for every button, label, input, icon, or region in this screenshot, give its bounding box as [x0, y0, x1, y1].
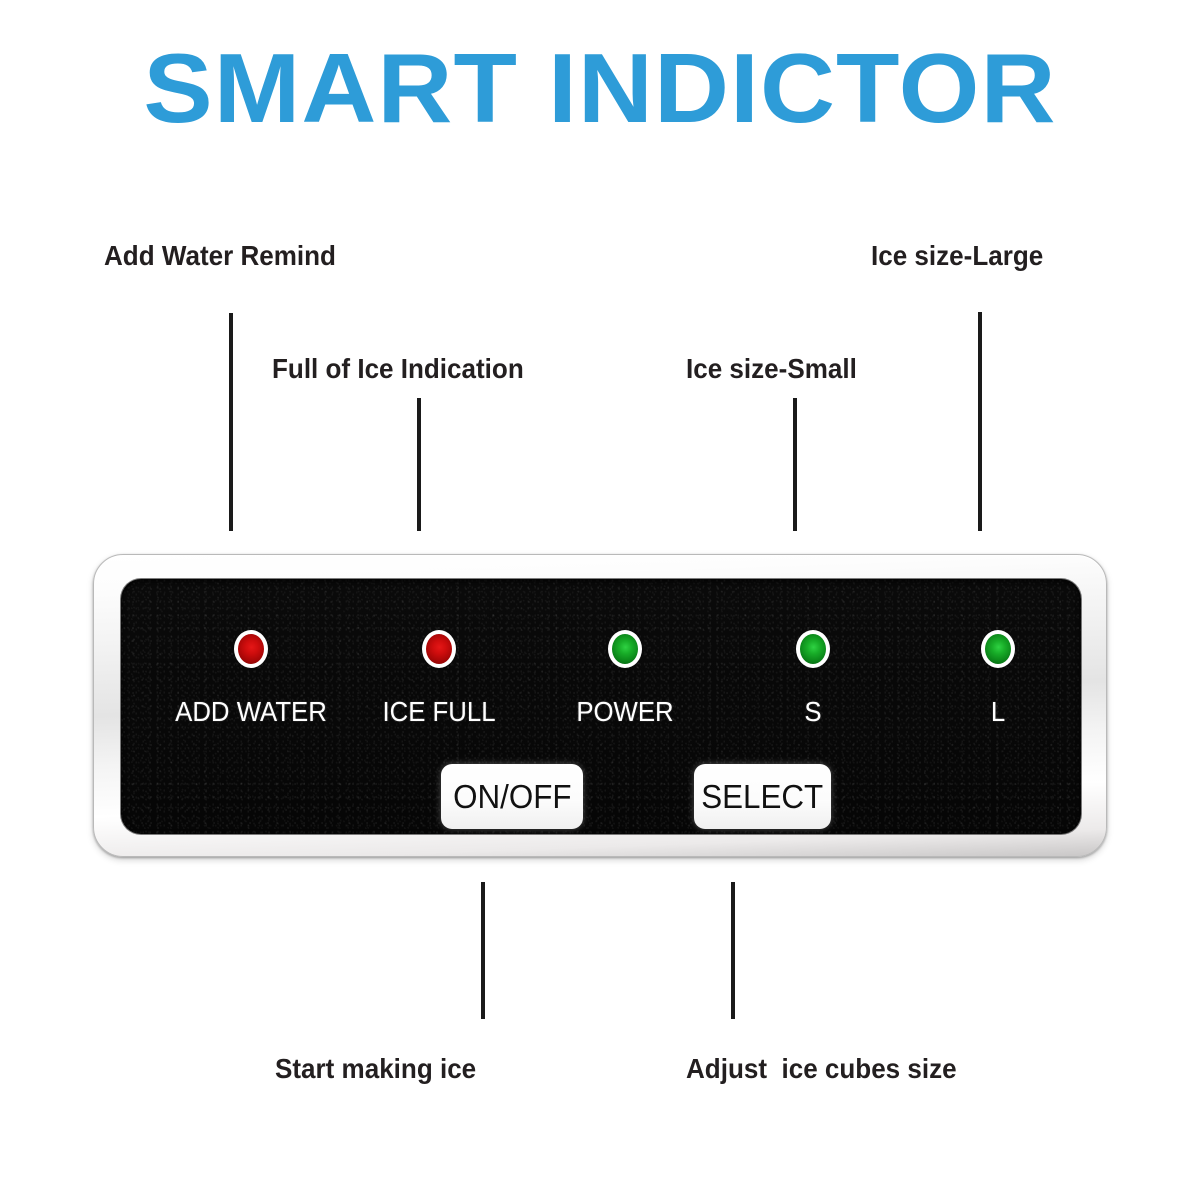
leader-line-ice-size-small	[793, 398, 797, 531]
leader-line-start-making-ice	[481, 882, 485, 1019]
callout-start-making-ice: Start making ice	[275, 1053, 477, 1084]
led-label-size-small: S	[804, 696, 822, 727]
leader-line-full-of-ice	[417, 398, 421, 531]
select-button[interactable]: SELECT	[694, 764, 831, 829]
callout-adjust-ice-cubes-size: Adjust ice cubes size	[686, 1053, 957, 1084]
led-size-large-icon	[981, 630, 1015, 668]
led-label-ice-full: ICE FULL	[382, 696, 496, 727]
led-ice-full-icon	[422, 630, 456, 668]
on-off-button-label: ON/OFF	[452, 777, 572, 815]
led-size-small-icon	[796, 630, 830, 668]
callout-full-of-ice-indication: Full of Ice Indication	[272, 353, 524, 384]
led-power-icon	[608, 630, 642, 668]
led-label-power: POWER	[576, 696, 674, 727]
leader-line-adjust-cube-size	[731, 882, 735, 1019]
control-panel-face: ADD WATER ICE FULL POWER S L ON/OFF	[121, 579, 1081, 834]
page-title: SMART INDICTOR	[143, 33, 1057, 143]
callout-add-water-remind: Add Water Remind	[104, 240, 336, 271]
callout-ice-size-large: Ice size-Large	[871, 240, 1044, 271]
led-add-water-icon	[234, 630, 268, 668]
leader-line-ice-size-large	[978, 312, 982, 531]
led-label-size-large: L	[990, 696, 1006, 727]
callout-ice-size-small: Ice size-Small	[686, 353, 857, 384]
select-button-label: SELECT	[701, 777, 824, 815]
leader-line-add-water-remind	[229, 313, 233, 531]
control-panel-bezel: ADD WATER ICE FULL POWER S L ON/OFF	[93, 554, 1107, 857]
led-label-add-water: ADD WATER	[175, 696, 327, 727]
on-off-button[interactable]: ON/OFF	[441, 764, 583, 829]
